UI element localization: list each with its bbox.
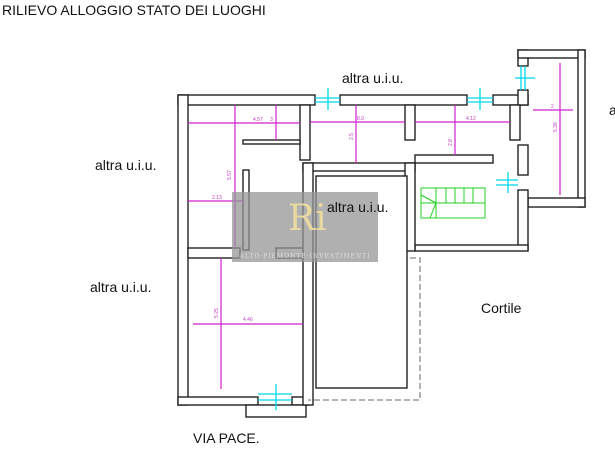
- watermark-text: ALTO·PIEMONTE·INVESTIMENTI: [239, 253, 371, 260]
- dim-room1-small: 3: [270, 117, 273, 123]
- label-street: VIA PACE.: [193, 430, 260, 446]
- label-courtyard: Cortile: [481, 300, 522, 316]
- dim-room2-width: 4.46: [243, 317, 253, 323]
- plan-title: RILIEVO ALLOGGIO STATO DEI LUOGHI: [2, 2, 266, 18]
- dim-corridor-width: 8.9: [357, 116, 364, 122]
- watermark: Ri ALTO·PIEMONTE·INVESTIMENTI: [232, 192, 378, 262]
- dim-room1-width: 4.57: [253, 117, 263, 123]
- label-center-unit: altra u.i.u.: [327, 199, 389, 215]
- staircase: [420, 187, 486, 219]
- dim-room2-height: 5.25: [214, 308, 220, 318]
- dim-tower-width: 2: [551, 104, 554, 110]
- label-top-unit: altra u.i.u.: [342, 70, 404, 86]
- label-left-upper-unit: altra u.i.u.: [95, 157, 157, 173]
- dim-room3-width: 4.12: [466, 116, 476, 122]
- label-right-cut: a: [609, 102, 615, 118]
- label-left-lower-unit: altra u.i.u.: [90, 279, 152, 295]
- windows: [258, 66, 535, 410]
- dim-room1-inner: 2.13: [212, 195, 222, 201]
- dim-room1-height: 5.57: [227, 170, 233, 180]
- dim-tower-height: 5.38: [553, 122, 559, 132]
- watermark-logo: Ri: [288, 198, 327, 239]
- dim-corridor-height: 2.5: [349, 133, 355, 140]
- dim-room3-height: 2.8: [448, 139, 454, 146]
- courtyard-boundary: [308, 257, 421, 401]
